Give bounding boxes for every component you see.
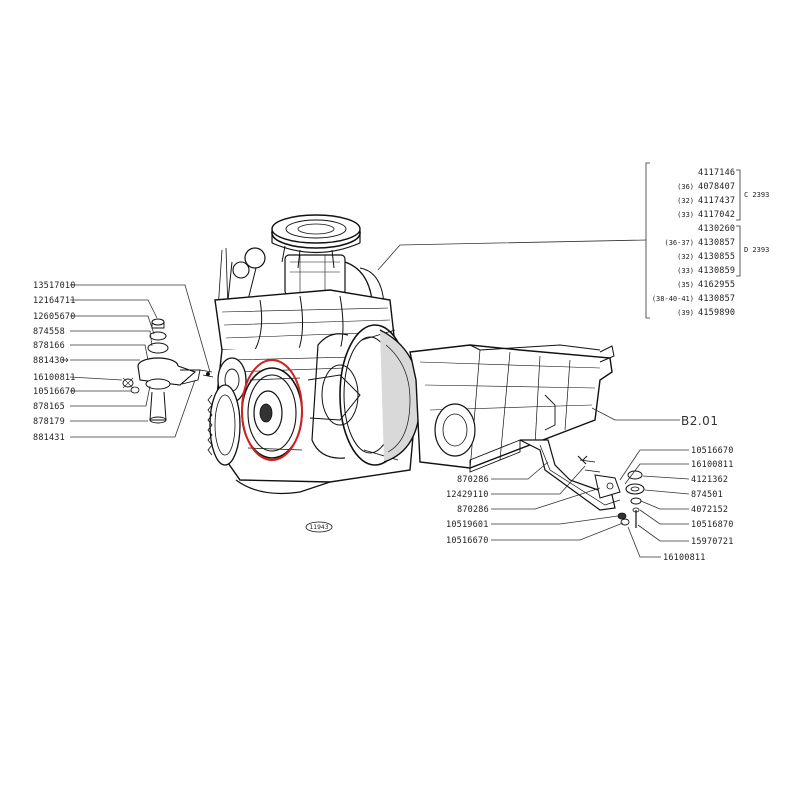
- air-filter: [271, 214, 361, 269]
- crankshaft-pulley: [241, 367, 303, 459]
- part-label: 16100811: [691, 460, 734, 470]
- mount-hardware-left: [122, 318, 214, 424]
- clutch-housing: [307, 324, 421, 466]
- part-label: 874558: [33, 327, 65, 337]
- front-pulleys: [207, 357, 247, 466]
- part-label: 10516870: [691, 520, 734, 530]
- part-label: 15970721: [691, 537, 734, 547]
- part-label: 12429110: [446, 490, 489, 500]
- gearbox-support: [519, 439, 621, 511]
- variant-code: (38-40-41): [652, 295, 694, 303]
- figure-number: 11943: [305, 521, 333, 533]
- gearbox: [409, 344, 615, 473]
- part-label: 878166: [33, 341, 65, 351]
- part-label: 13517010: [33, 281, 76, 291]
- part-number: 4159890: [698, 308, 735, 318]
- part-label: 12164711: [33, 296, 76, 306]
- figure-number-label: 11943: [309, 524, 328, 531]
- part-number: 4117437: [698, 196, 735, 206]
- part-label: 16100811: [33, 373, 76, 383]
- variant-code: (32): [677, 253, 694, 261]
- bracket-code-d: D 2393: [744, 246, 769, 254]
- part-number: 4130855: [698, 252, 735, 262]
- part-label: 10516670: [691, 446, 734, 456]
- pin-part: [577, 455, 588, 465]
- part-label: 874501: [691, 490, 723, 500]
- mount-hardware-right: [617, 470, 645, 528]
- variant-code: (36): [677, 183, 694, 191]
- part-number: 4078407: [698, 182, 735, 192]
- engine-illustration: [122, 214, 645, 528]
- part-label: 881431: [33, 433, 65, 443]
- part-label: 10516670: [33, 387, 76, 397]
- right-lower-labels: 10516670 16100811 4121362 874501 4072152…: [619, 446, 734, 563]
- part-number: 4162955: [698, 280, 735, 290]
- part-label: 10519601: [446, 520, 489, 530]
- variant-code: (32): [677, 197, 694, 205]
- part-number: 4130859: [698, 266, 735, 276]
- part-number: 4130857: [698, 238, 735, 248]
- part-label: 10516670: [446, 536, 489, 546]
- gearbox-ref-label: B2.01: [681, 414, 718, 428]
- part-number: 4117042: [698, 210, 735, 220]
- part-label: 881430: [33, 356, 65, 366]
- variant-code: (33): [677, 211, 694, 219]
- variant-code: (36-37): [664, 239, 694, 247]
- highlight-circle: [241, 359, 303, 461]
- part-number: 4130260: [698, 224, 735, 234]
- right-part-group: 4117146 (36) 4078407 (32) 4117437 (33) 4…: [377, 162, 769, 319]
- left-label-column: 13517010 12164711 12605670 874558 878166…: [33, 281, 211, 443]
- variant-code: (35): [677, 281, 694, 289]
- part-label: 878165: [33, 402, 65, 412]
- variant-code: (39): [677, 309, 694, 317]
- part-label: 4121362: [691, 475, 728, 485]
- part-label: 4072152: [691, 505, 728, 515]
- part-number: 4117146: [698, 168, 735, 178]
- part-number: 4130857: [698, 294, 735, 304]
- gearbox-reference: B2.01: [591, 407, 718, 428]
- variant-code: (33): [677, 267, 694, 275]
- bracket-code-c: C 2393: [744, 191, 769, 199]
- center-lower-labels: 870286 12429110 870286 10519601 10516670: [446, 461, 624, 546]
- part-label: 12605670: [33, 312, 76, 322]
- part-label: 878179: [33, 417, 65, 427]
- part-label: 870286: [457, 505, 489, 515]
- part-label: 16100811: [663, 553, 706, 563]
- part-label: 870286: [457, 475, 489, 485]
